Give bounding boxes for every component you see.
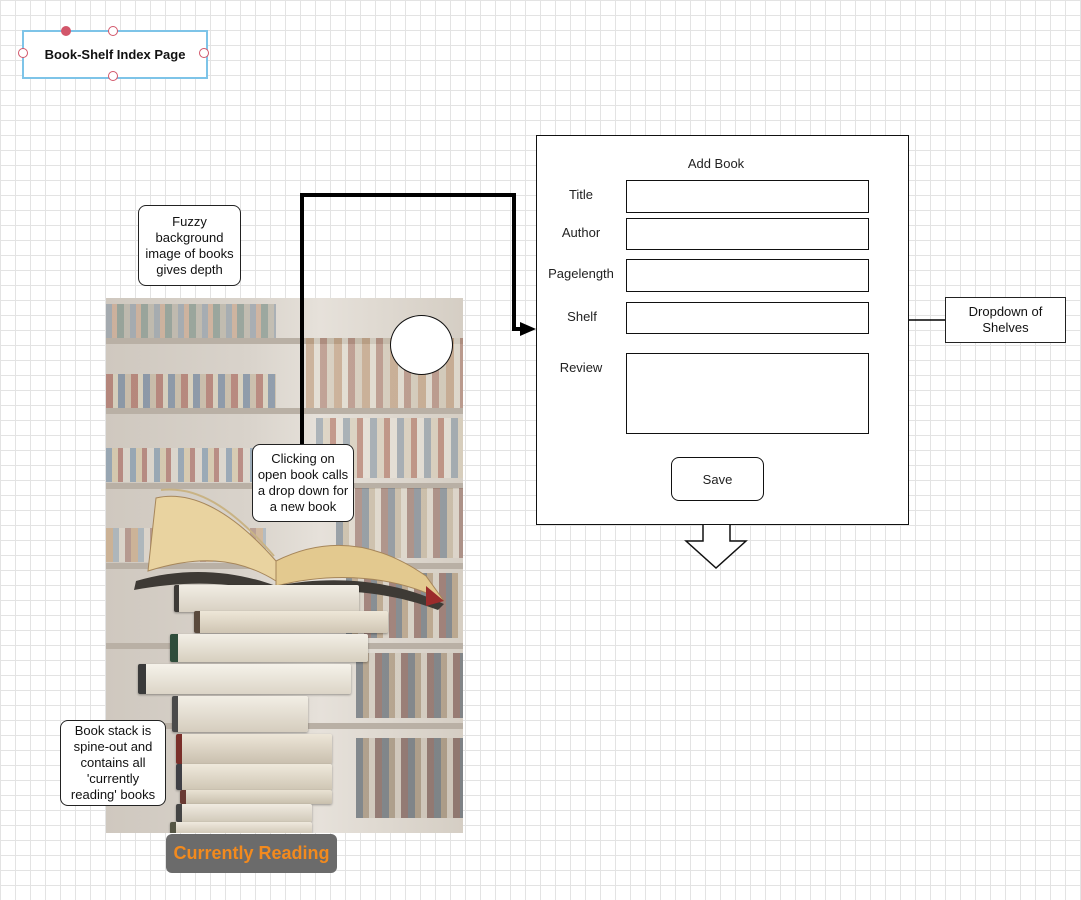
- note-open-book: Clicking on open book calls a drop down …: [252, 444, 354, 522]
- currently-reading-label[interactable]: Currently Reading: [166, 834, 337, 873]
- author-label: Author: [561, 225, 601, 240]
- save-button[interactable]: Save: [671, 457, 764, 501]
- page-title-box[interactable]: Book-Shelf Index Page: [22, 30, 208, 79]
- form-heading: Add Book: [687, 156, 745, 171]
- page-title: Book-Shelf Index Page: [44, 47, 186, 62]
- note-dropdown-shelves: Dropdown of Shelves: [945, 297, 1066, 343]
- down-arrow-icon: [684, 523, 748, 570]
- review-label: Review: [559, 360, 603, 375]
- selection-handle-icon[interactable]: [61, 26, 71, 36]
- title-input[interactable]: [626, 180, 869, 213]
- shelf-select[interactable]: [626, 302, 869, 334]
- circle-shape[interactable]: [390, 315, 453, 375]
- selection-handle-icon[interactable]: [199, 48, 209, 58]
- shelf-label: Shelf: [567, 309, 597, 324]
- pagelength-label: Pagelength: [548, 266, 614, 281]
- author-input[interactable]: [626, 218, 869, 250]
- selection-handle-icon[interactable]: [18, 48, 28, 58]
- pagelength-input[interactable]: [626, 259, 869, 292]
- note-fuzzy-background: Fuzzy background image of books gives de…: [138, 205, 241, 286]
- title-label: Title: [568, 187, 594, 202]
- review-textarea[interactable]: [626, 353, 869, 434]
- note-book-stack: Book stack is spine-out and contains all…: [60, 720, 166, 806]
- selection-handle-icon[interactable]: [108, 71, 118, 81]
- selection-handle-icon[interactable]: [108, 26, 118, 36]
